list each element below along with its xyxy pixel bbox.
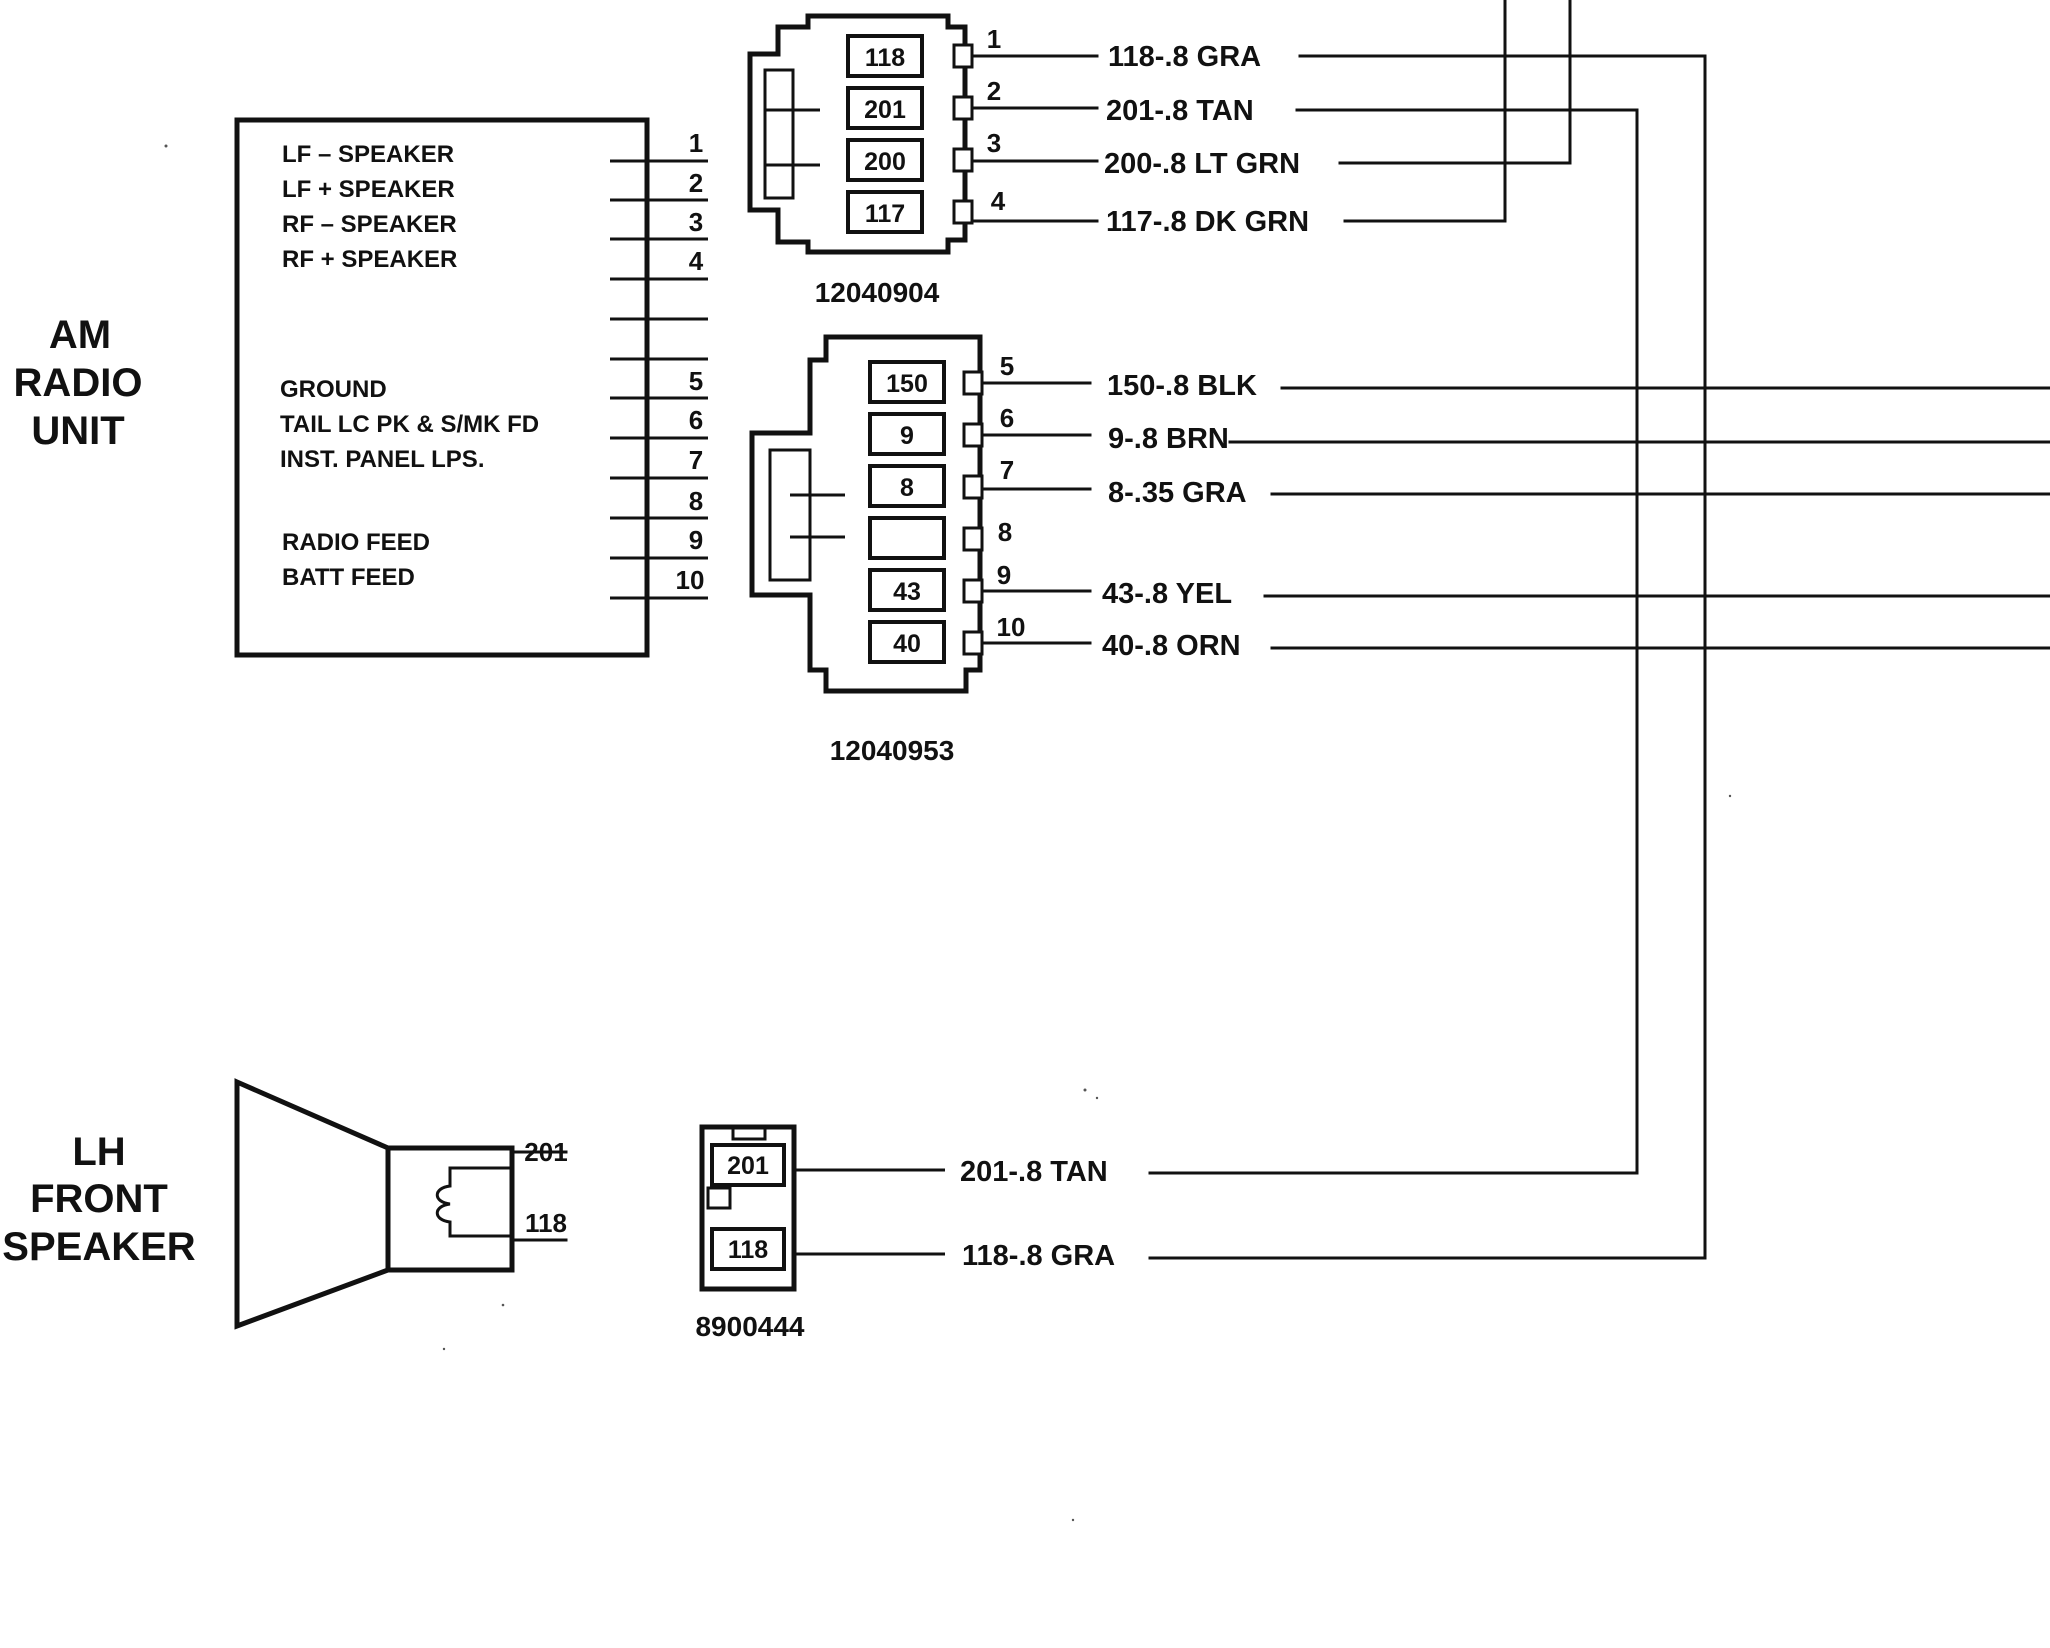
speaker-terminal-118: 118 xyxy=(525,1208,567,1238)
radio-label-inst-panel: INST. PANEL LPS. xyxy=(280,446,484,473)
radio-label-lf-minus: LF – SPEAKER xyxy=(282,141,454,168)
connector-a-latch xyxy=(763,68,795,200)
radio-pin-2: 2 xyxy=(689,168,703,198)
connector-b-wire-lines xyxy=(980,381,2050,650)
radio-pin-1: 1 xyxy=(689,128,703,158)
connector-8900444: 201 118 8900444 xyxy=(695,1124,945,1342)
connector-b-pin-5: 5 xyxy=(1000,351,1014,381)
radio-label-tail-lamp: TAIL LC PK & S/MK FD xyxy=(280,411,539,438)
radio-pin-4: 4 xyxy=(689,246,704,276)
radio-pin-9: 9 xyxy=(689,525,703,555)
wire-118-gra-speaker: 118-.8 GRA xyxy=(962,1240,1115,1272)
radio-label-lf-plus: LF + SPEAKER xyxy=(282,176,455,203)
scan-speckles xyxy=(164,144,1732,1522)
radio-body xyxy=(234,117,650,658)
radio-pin-8: 8 xyxy=(689,486,703,516)
wire-201-tan-speaker: 201-.8 TAN xyxy=(960,1156,1108,1188)
connector-b-pin-9: 9 xyxy=(997,560,1011,590)
connector-12040953: 150 9 8 43 40 5 6 7 8 9 10 12040953 xyxy=(749,334,1026,766)
connector-b-pin-6: 6 xyxy=(1000,403,1014,433)
connector-a-cavity-4: 117 xyxy=(865,200,905,228)
connector-b-pin-10: 10 xyxy=(997,612,1026,642)
speaker-title-line-3: SPEAKER xyxy=(2,1225,195,1269)
radio-title-line-1: AM xyxy=(49,313,111,357)
radio-pin-10: 10 xyxy=(676,565,705,595)
radio-title-line-2: RADIO xyxy=(14,361,143,405)
lh-front-speaker: LH FRONT SPEAKER 201 118 xyxy=(2,1078,568,1330)
wire-117-dk-grn: 117-.8 DK GRN xyxy=(1106,206,1309,238)
connector-c-part-number: 8900444 xyxy=(695,1311,804,1342)
wire-118-gra: 118-.8 GRA xyxy=(1108,41,1261,73)
wire-200-lt-grn: 200-.8 LT GRN xyxy=(1104,148,1300,180)
wire-9-brn: 9-.8 BRN xyxy=(1108,423,1229,455)
speaker-title-line-2: FRONT xyxy=(30,1177,168,1221)
connector-b-cavity-1: 150 xyxy=(886,370,928,398)
connector-c-cavity-1: 201 xyxy=(727,1152,769,1180)
radio-pin-6: 6 xyxy=(689,405,703,435)
connector-a-housing xyxy=(747,13,968,255)
connector-b-cavity-3: 8 xyxy=(900,474,914,502)
connector-b-cavities xyxy=(868,360,946,664)
connector-a-pin-1: 1 xyxy=(987,24,1001,54)
connector-a-wire-lines xyxy=(970,0,1707,1260)
wire-43-yel: 43-.8 YEL xyxy=(1102,578,1232,610)
radio-label-batt-feed: BATT FEED xyxy=(282,564,415,591)
speaker-magnet xyxy=(385,1145,515,1273)
connector-12040904: 118 201 200 117 1 2 3 4 12040904 xyxy=(747,13,1006,308)
connector-a-cavities xyxy=(846,34,924,234)
radio-label-rf-plus: RF + SPEAKER xyxy=(282,246,457,273)
speaker-coil xyxy=(435,1166,452,1238)
wire-201-tan: 201-.8 TAN xyxy=(1106,95,1254,127)
wire-150-blk: 150-.8 BLK xyxy=(1107,370,1257,402)
radio-pin-7: 7 xyxy=(689,445,703,475)
connector-b-terminals xyxy=(962,370,984,656)
radio-pin-3: 3 xyxy=(689,207,703,237)
radio-pin-5: 5 xyxy=(689,366,703,396)
connector-a-pin-4: 4 xyxy=(991,186,1006,216)
radio-label-ground: GROUND xyxy=(280,376,387,403)
am-radio-unit: AM RADIO UNIT LF – SPEAKER LF + SPEAKER … xyxy=(14,117,708,658)
connector-a-pin-3: 3 xyxy=(987,128,1001,158)
radio-label-radio-feed: RADIO FEED xyxy=(282,529,430,556)
connector-b-cavity-5: 43 xyxy=(893,578,921,606)
connector-b-latch xyxy=(768,448,812,582)
connector-b-part-number: 12040953 xyxy=(830,735,955,766)
connector-a-cavity-3: 200 xyxy=(864,148,906,176)
speaker-title-line-1: LH xyxy=(72,1130,125,1174)
connector-b-cavity-2: 9 xyxy=(900,422,914,450)
connector-a-cavity-2: 201 xyxy=(864,96,906,124)
connector-a-part-number: 12040904 xyxy=(815,277,940,308)
connector-b-cavity-6: 40 xyxy=(893,630,921,658)
connector-b-pin-7: 7 xyxy=(1000,455,1014,485)
connector-b-pin-8: 8 xyxy=(998,517,1012,547)
connector-a-pin-2: 2 xyxy=(987,76,1001,106)
connector-a-cavity-1: 118 xyxy=(865,44,905,72)
connector-c-cavity-2: 118 xyxy=(728,1236,768,1264)
radio-label-rf-minus: RF – SPEAKER xyxy=(282,211,457,238)
speaker-terminal-201: 201 xyxy=(524,1137,567,1167)
radio-title-line-3: UNIT xyxy=(31,409,124,453)
speaker-leads xyxy=(510,1150,568,1242)
wire-40-orn: 40-.8 ORN xyxy=(1102,630,1241,662)
speaker-cone xyxy=(234,1078,391,1330)
wire-8-gra: 8-.35 GRA xyxy=(1108,477,1247,509)
connector-b-housing xyxy=(749,334,983,694)
radio-pin-leads xyxy=(610,159,708,600)
